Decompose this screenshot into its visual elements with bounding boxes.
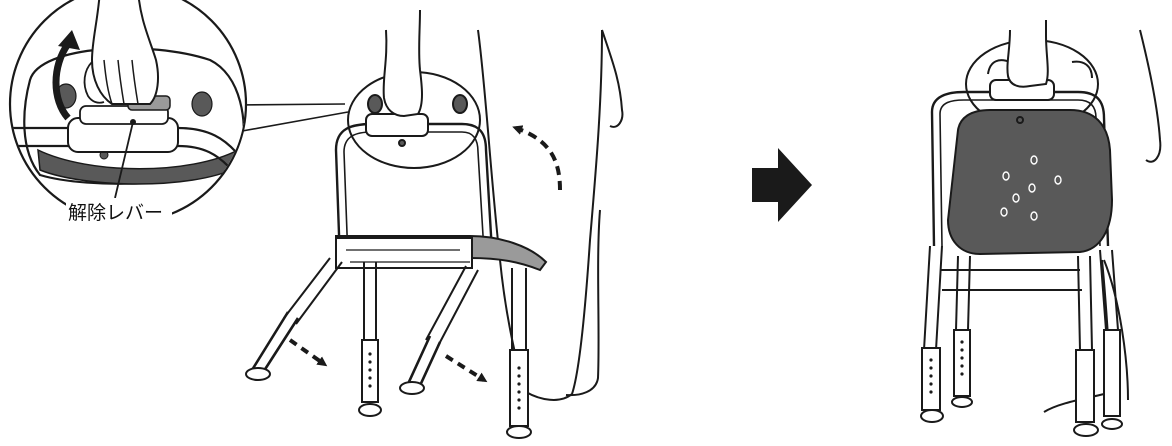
zoom-rotate-arrow <box>52 41 71 121</box>
leg-front-right-upper <box>425 265 479 347</box>
folded-leg-4-lower <box>1103 329 1121 417</box>
label-leader-line <box>114 121 134 199</box>
right-arrow-icon <box>752 148 812 222</box>
folded-foot-4 <box>1101 418 1123 430</box>
zoom-fingers <box>103 59 139 105</box>
leg-back-right-upper <box>511 268 527 350</box>
label-leader-dot <box>130 119 136 125</box>
label-bg <box>66 198 172 224</box>
backrest-hole-left <box>367 94 383 114</box>
folded-leg-2-lower <box>953 329 971 397</box>
leg-back-right-lower <box>509 349 529 427</box>
leg-front-right-lower <box>406 335 442 391</box>
leg-front-left-upper <box>283 257 343 325</box>
folded-foot-2 <box>951 396 973 408</box>
foot-front-left <box>245 367 271 381</box>
person-leg-left <box>477 29 603 401</box>
person-arm <box>601 29 624 128</box>
foot-back-left <box>358 403 382 417</box>
zoom-callout: 解除レバー <box>8 0 349 224</box>
folded-screw <box>1016 116 1024 124</box>
person2-hand <box>1006 20 1049 88</box>
foot-back-right <box>506 425 532 439</box>
folded-crossbar <box>940 269 1082 291</box>
foot-front-right <box>399 381 425 395</box>
lift-arrow <box>512 125 562 191</box>
folded-leg-4-upper <box>1099 249 1119 331</box>
folded-leg-3-upper <box>1077 255 1093 351</box>
zoom-rotate-arrowhead <box>58 30 80 50</box>
leg-back-left-upper <box>363 262 377 340</box>
zoom-content <box>11 0 245 185</box>
release-lever-label: 解除レバー <box>68 202 163 224</box>
backrest-screw <box>398 139 406 147</box>
folded-foot-3 <box>1073 423 1099 437</box>
folded-leg-3-lower <box>1075 349 1095 423</box>
seat-drain-holes <box>1000 155 1062 221</box>
leg-front-left-lower <box>250 311 300 375</box>
fold-arrow-right <box>444 354 488 383</box>
folded-height-holes <box>929 340 964 394</box>
zoom-hole-right <box>191 91 213 117</box>
folded-foot-1 <box>920 409 944 423</box>
chair-folded <box>920 20 1162 437</box>
folded-leg-2-upper <box>955 255 971 331</box>
zoom-thumb <box>83 61 105 104</box>
height-holes-right <box>517 366 521 410</box>
chair-seat-underside <box>335 237 473 269</box>
folded-leg-1-upper <box>923 245 943 351</box>
folded-seat <box>946 109 1114 256</box>
seat-crossbars <box>346 249 470 263</box>
person-hand <box>382 9 423 118</box>
fold-arrow-left <box>288 338 328 367</box>
chair-folding <box>245 9 624 439</box>
zoom-hand <box>90 0 159 105</box>
folded-leg-1-lower <box>921 347 941 411</box>
chair-lever <box>365 113 429 137</box>
backrest-hole-right <box>452 94 468 114</box>
person2-arm <box>1139 29 1162 163</box>
person-leg-right <box>565 209 601 397</box>
height-holes-left <box>368 352 372 388</box>
callout-connector-top <box>231 103 346 106</box>
